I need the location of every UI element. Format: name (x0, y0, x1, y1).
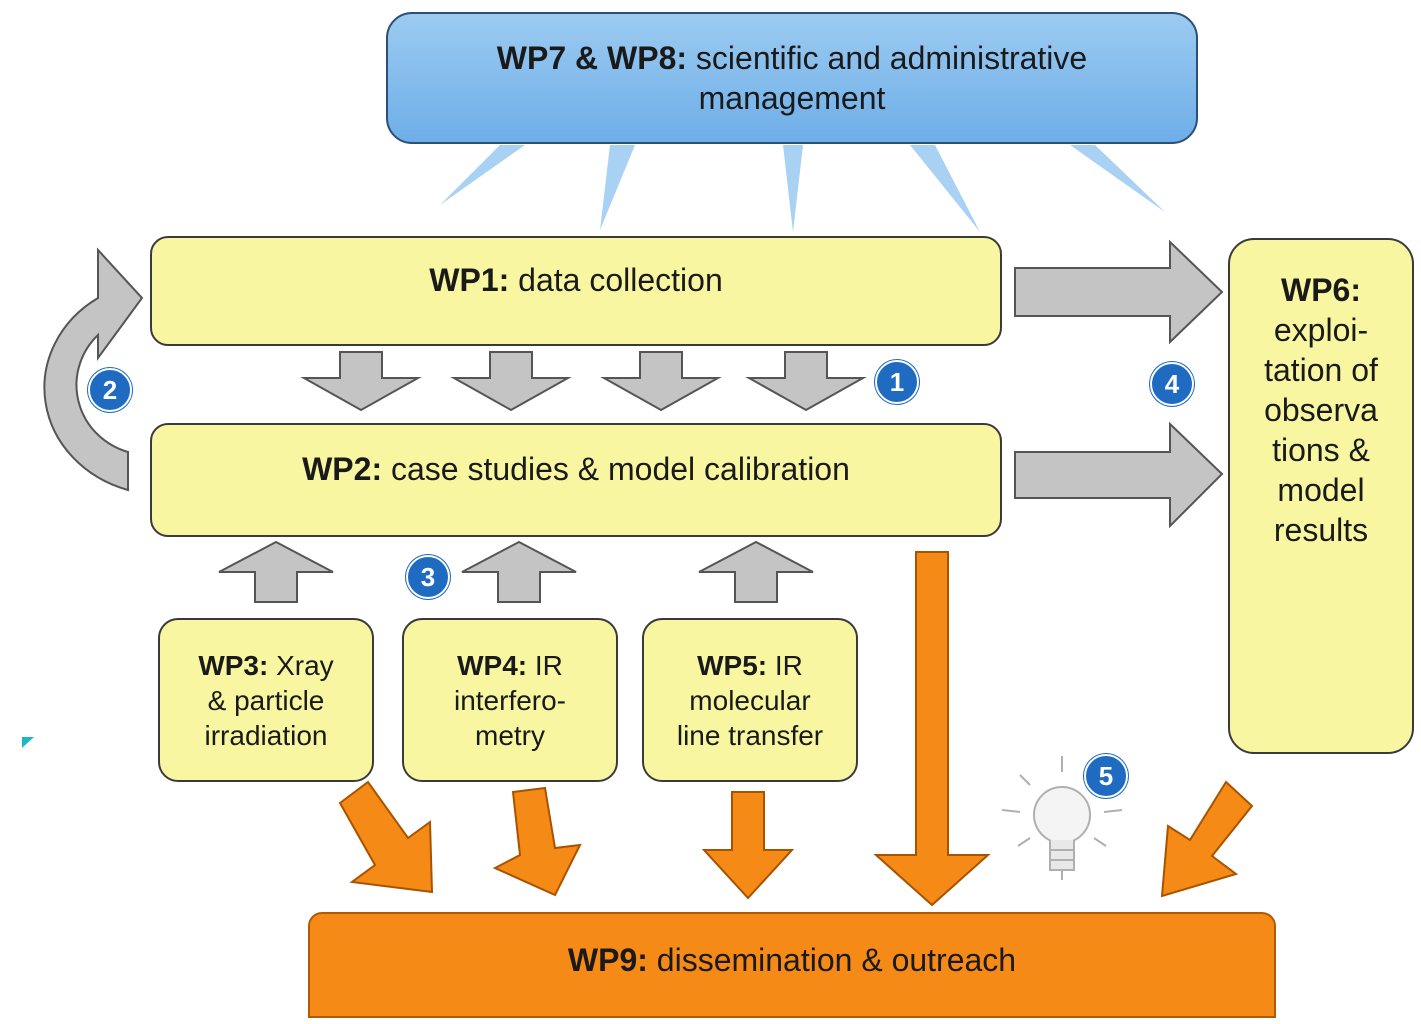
wp1-text: data collection (518, 262, 723, 298)
wp1-box: WP1: data collection (150, 236, 1002, 346)
up-arrow (461, 540, 577, 603)
wp6-line: tation of (1264, 352, 1378, 388)
wp5-code: WP5: (697, 649, 768, 681)
wp78-line2: management (698, 80, 886, 116)
ray (910, 145, 980, 232)
ray (783, 145, 803, 232)
right-arrow (1014, 239, 1224, 345)
wp6-line: observa (1264, 392, 1378, 428)
up-arrows (218, 540, 814, 603)
wp5-box: WP5: IR molecular line transfer (642, 618, 858, 782)
wp6-line: model (1277, 472, 1365, 508)
orange-arrow (338, 780, 434, 894)
down-arrows (300, 351, 867, 412)
badge-3: 3 (406, 555, 450, 599)
wp2-box: WP2: case studies & model calibration (150, 423, 1002, 537)
badge-5: 5 (1084, 754, 1128, 798)
orange-arrow (492, 786, 582, 897)
badge-1: 1 (875, 360, 919, 404)
wp6-box: WP6: exploi- tation of observa tions & m… (1228, 238, 1414, 754)
wp3-line3: irradiation (204, 719, 328, 751)
wp4-code: WP4: (457, 649, 528, 681)
up-arrow (698, 540, 814, 603)
wp2-label: WP2: case studies & model calibration (302, 449, 850, 489)
ray (600, 145, 635, 230)
right-arrow (1014, 421, 1224, 529)
wp9-code: WP9: (567, 942, 648, 978)
loop-arrow (43, 247, 144, 492)
management-rays (440, 145, 1165, 232)
ray (440, 145, 525, 205)
wp4-box: WP4: IR interfero- metry (402, 618, 618, 782)
wp1-label: WP1: data collection (429, 260, 722, 300)
wp3-code: WP3: (198, 649, 269, 681)
wp78-line1: WP7 & WP8: scientific and administrative (497, 38, 1087, 78)
wp3-text1: Xray (276, 649, 334, 681)
wp2-text: case studies & model calibration (390, 451, 850, 487)
wp9-label: WP9: dissemination & outreach (568, 940, 1016, 980)
orange-arrow (873, 551, 991, 907)
up-arrow (218, 540, 334, 603)
wp6-line: results (1273, 512, 1369, 548)
badge-4: 4 (1150, 362, 1194, 406)
wp4-line1: WP4: IR (457, 648, 563, 683)
wp9-text: dissemination & outreach (656, 942, 1017, 978)
edge-marker (22, 737, 34, 748)
wp3-box: WP3: Xray & particle irradiation (158, 618, 374, 782)
down-arrow (300, 351, 422, 412)
orange-arrow (1160, 780, 1254, 898)
wp5-line3: line transfer (676, 719, 824, 751)
wp4-line2: interfero- (453, 684, 567, 716)
wp78-box: WP7 & WP8: scientific and administrative… (386, 12, 1198, 144)
wp4-line3: metry (475, 719, 545, 751)
wp3-line1: WP3: Xray (198, 648, 333, 683)
wp1-code: WP1: (429, 262, 510, 298)
orange-arrows (338, 551, 1254, 907)
right-arrows (1014, 239, 1224, 529)
wp6-code: WP6: (1281, 272, 1361, 308)
wp5-text1: IR (774, 649, 803, 681)
wp3-line2: & particle (207, 684, 325, 716)
wp4-text1: IR (534, 649, 563, 681)
down-arrow (450, 351, 572, 412)
badge-2: 2 (88, 368, 132, 412)
wp6-line: tions & (1272, 432, 1370, 468)
wp78-text1: scientific and administrative (695, 40, 1088, 76)
orange-arrow (701, 791, 795, 900)
down-arrow (745, 351, 867, 412)
down-arrow (600, 351, 722, 412)
wp5-line1: WP5: IR (697, 648, 803, 683)
wp6-line: exploi- (1273, 312, 1369, 348)
ray (1070, 145, 1165, 212)
lightbulb-icon (1001, 756, 1123, 880)
wp2-code: WP2: (302, 451, 383, 487)
wp78-code: WP7 & WP8: (496, 40, 688, 76)
wp5-line2: molecular (689, 684, 811, 716)
wp9-box: WP9: dissemination & outreach (308, 912, 1276, 1018)
